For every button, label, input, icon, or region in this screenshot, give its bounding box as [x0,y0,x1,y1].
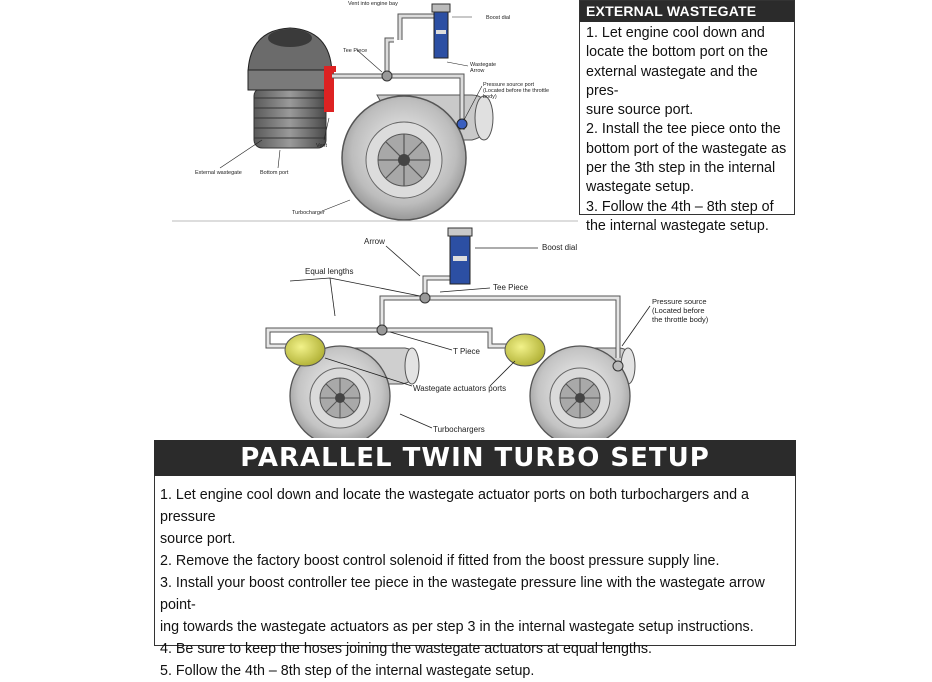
turbocharger-label: Turbocharger [292,210,325,216]
twin-step-line: ing towards the wastegate actuators as p… [160,619,754,635]
t-piece-label: T Piece [453,347,481,356]
twin-leader-lines [289,245,651,429]
parallel-twin-title: PARALLEL TWIN TURBO SETUP [154,440,796,476]
boost-dial-graphic [431,3,451,59]
ext-step-line: the internal wastegate setup. [586,217,769,234]
left-wastegate-actuator [284,333,326,367]
external-wastegate-title: EXTERNAL WASTEGATE SETUP [580,1,794,40]
tee-piece-graphic [381,70,393,82]
twin-step-line: 1. Let engine cool down and locate the w… [160,487,749,525]
ext-step-line: 1. Let engine cool down and [586,25,765,41]
parallel-twin-steps: 1. Let engine cool down and locate the w… [155,476,795,682]
right-wastegate-actuator [504,333,546,367]
vent-into-engine-bay-label: Vent into engine bay [348,1,398,7]
vent-pipe [324,66,336,112]
twin-step-line: 3. Install your boost controller tee pie… [160,575,765,613]
external-wastegate-steps: 1. Let engine cool down and locate the b… [580,22,794,236]
ext-step-line: per the 3th step in the internal [586,160,776,177]
turbochargers-label: Turbochargers [433,425,485,434]
leader-lines [219,16,483,212]
twin-boost-dial-graphic [447,227,473,285]
bottom-port-label: Bottom port [260,170,289,176]
external-wastegate-panel: EXTERNAL WASTEGATE SETUP 1. Let engine c… [579,0,795,234]
twin-step-line: 2. Remove the factory boost control sole… [160,553,720,569]
twin-boost-dial-label: Boost dial [542,243,577,252]
ext-step-line: external wastegate and the pres- [586,63,758,99]
ext-step-line: sure source port. [586,102,694,119]
twin-step-line: source port. [160,531,236,547]
twin-step-line: 4. Be sure to keep the hoses joining the… [160,641,652,657]
wastegate-actuators-ports-label: Wastegate actuators ports [413,384,506,393]
external-wastegate-diagram: Vent into engine bay Boost dial Tee Piec… [172,1,578,222]
twin-tee-piece-graphic [419,292,431,304]
tee-piece-label: Tee Piece [343,48,367,54]
turbocharger-graphic [341,94,494,221]
parallel-twin-panel: 1. Let engine cool down and locate the w… [154,476,796,679]
ext-step-line: locate the bottom port on the [586,44,769,61]
external-wastegate-label: External wastegate [195,170,242,176]
vent-label: Vent [316,143,327,149]
twin-t-piece-graphic [376,324,388,336]
right-turbocharger-graphic [529,345,636,438]
ext-step-line: wastegate setup. [586,179,695,196]
external-wastegate-graphic [247,27,333,149]
left-turbocharger-graphic [289,345,420,438]
equal-lengths-label: Equal lengths [305,267,353,276]
boost-dial-label: Boost dial [486,15,510,21]
ext-step-line: 3. Follow the 4th – 8th step of [586,198,774,215]
ext-step-line: bottom port of the wastegate as [586,140,787,157]
arrow-label: Arrow [364,237,385,246]
twin-tee-piece-label: Tee Piece [493,283,529,292]
ext-step-line: 2. Install the tee piece onto the [586,121,781,138]
pressure-source-port-label: Pressure source port(Located before the … [483,82,549,100]
twin-step-line: 5. Follow the 4th – 8th step of the inte… [160,663,535,679]
twin-turbo-diagram: Arrow Boost dial Equal lengths Tee Piece… [265,227,709,438]
